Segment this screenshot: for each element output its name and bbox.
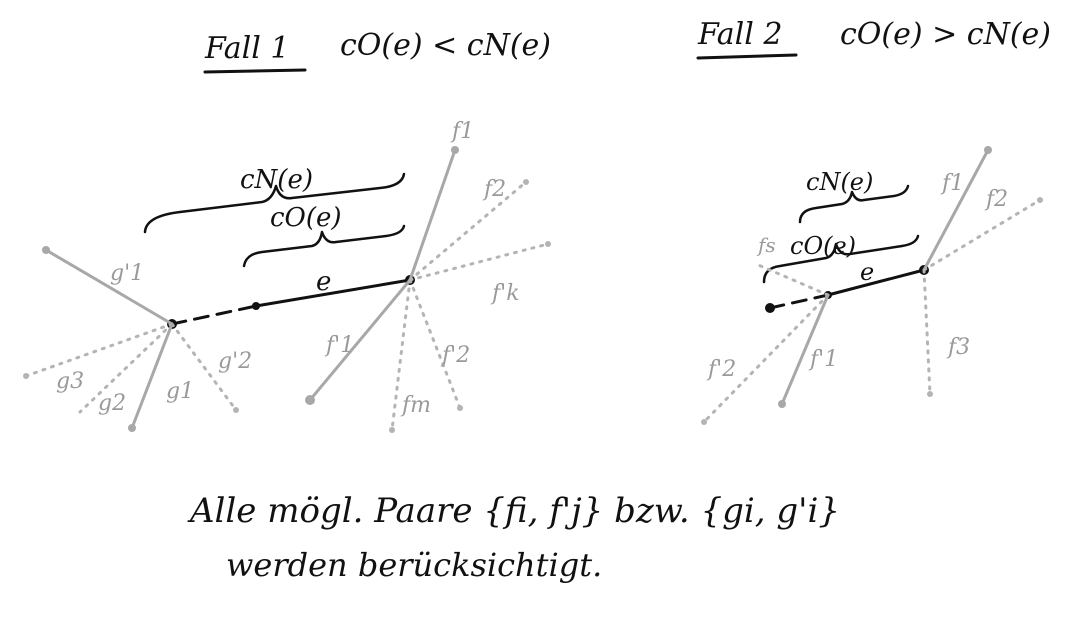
case1-label-g3: g3 [56, 369, 84, 394]
case2-edge-f1 [922, 148, 990, 272]
case1-label-g2: g2 [98, 391, 126, 416]
case1-diagram: Fall 1 cO(e) < cN(e) cN(e) cO(e) e f1 f2… [23, 28, 551, 433]
case2-condition: cO(e) > cN(e) [840, 17, 1051, 52]
case2-node-f2-prime [701, 419, 707, 425]
case1-node-fm [389, 427, 395, 433]
case2-edge-f2-prime [702, 293, 830, 424]
case1-edge-g1 [130, 322, 174, 430]
case2-label-fs: fs [756, 233, 776, 257]
case2-edge-f1-prime [780, 293, 830, 406]
case1-brace-outer [143, 172, 406, 234]
case1-edge-label: e [316, 267, 331, 297]
case1-edge-fm [390, 278, 412, 432]
case2-brace-outer [798, 184, 910, 224]
case1-edge-g1-prime [44, 248, 174, 326]
case2-edge-label: e [860, 258, 874, 286]
case1-label-fk-prime: f'k [490, 281, 520, 306]
case1-edge-f1-prime [308, 278, 412, 402]
case2-edge-e [826, 268, 926, 297]
case1-label-f1: f1 [450, 119, 474, 144]
case1-brace-outer-label: cN(e) [240, 165, 313, 195]
case2-node-f1 [984, 146, 992, 154]
case2-brace-outer-label: cN(e) [806, 168, 873, 196]
case1-label-g1-prime: g'1 [110, 261, 144, 286]
case2-diagram: Fall 2 cO(e) > cN(e) cN(e) cO(e) e f1 f2… [696, 17, 1051, 425]
case1-node-middle [252, 302, 260, 310]
case2-node-f3 [927, 391, 933, 397]
note: Alle mögl. Paare {fi, f'j} bzw. {gi, g'i… [187, 491, 840, 584]
case2-brace-inner-label: cO(e) [790, 232, 856, 260]
case1-brace-inner [242, 224, 406, 268]
case1-label-g1: g1 [166, 379, 194, 404]
case1-node-f2-prime [457, 405, 463, 411]
case2-title-underline [696, 53, 798, 60]
case2-label-f3: f3 [946, 335, 970, 360]
note-line1: Alle mögl. Paare {fi, f'j} bzw. {gi, g'i… [187, 491, 840, 531]
case1-node-f1-prime [305, 395, 315, 405]
note-line2: werden berücksichtigt. [226, 546, 602, 584]
case1-label-fm: fm [400, 393, 431, 418]
case2-brace-inner [762, 234, 920, 284]
case2-title: Fall 2 [697, 17, 782, 52]
case2-edge-f3 [922, 268, 932, 396]
case1-node-f2 [523, 179, 529, 185]
case2-label-f2-prime: f'2 [706, 357, 736, 382]
case1-edge-g2 [78, 322, 174, 414]
case2-node-f2 [1037, 197, 1043, 203]
case1-node-fk-prime [545, 241, 551, 247]
case1-title: Fall 1 [204, 31, 289, 66]
case1-edge-g2-prime [170, 322, 238, 412]
case2-edge-dashed [768, 293, 830, 310]
case1-edge-g3 [24, 322, 174, 378]
case1-node-g2-prime [233, 407, 239, 413]
case1-node-f1 [451, 146, 459, 154]
case1-brace-inner-label: cO(e) [270, 203, 342, 233]
case1-condition: cO(e) < cN(e) [340, 28, 551, 63]
case1-node-g1 [128, 424, 136, 432]
case1-node-g1-prime [42, 246, 50, 254]
case2-node-f1-prime [778, 400, 786, 408]
case2-node-left [765, 303, 775, 313]
case1-label-f1-prime: f'1 [324, 333, 354, 358]
case2-edge-fs [754, 262, 830, 297]
case1-edge-f1 [408, 148, 457, 282]
case1-node-g3 [23, 373, 29, 379]
case1-title-underline [203, 68, 307, 74]
case1-edge-e [254, 278, 412, 308]
case1-edge-dashed [170, 304, 258, 326]
case1-label-f2-prime: f'2 [440, 343, 470, 368]
case2-label-f1: f1 [940, 171, 964, 196]
case2-label-f2: f2 [984, 187, 1008, 212]
case1-edge-fk-prime [408, 242, 550, 282]
case1-edge-f2 [408, 180, 528, 282]
case2-label-f1-prime: f'1 [808, 347, 838, 372]
case1-label-g2-prime: g'2 [218, 349, 252, 374]
case1-label-f2: f2 [482, 177, 506, 202]
